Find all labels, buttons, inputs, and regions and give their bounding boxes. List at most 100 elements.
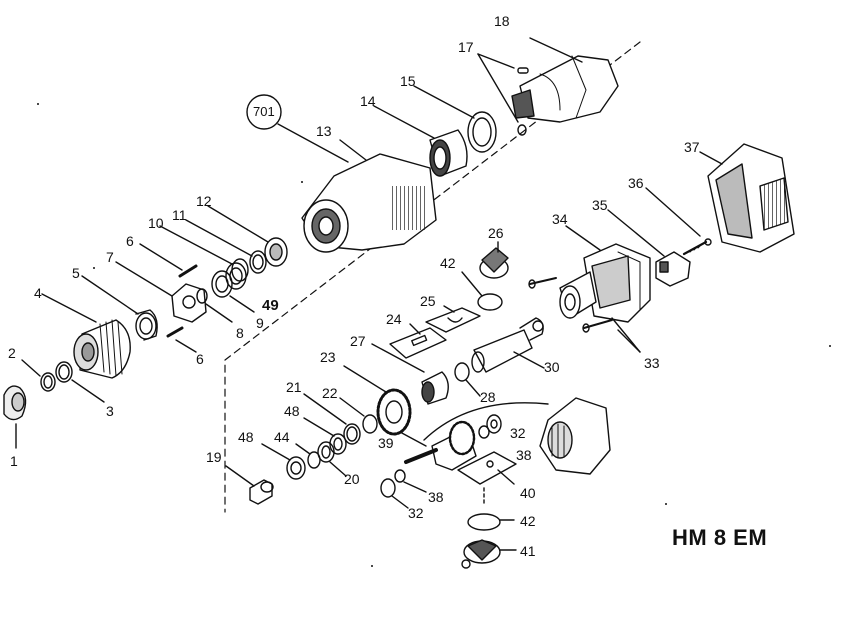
part-49-ring	[225, 262, 247, 290]
part-10-ring	[159, 225, 249, 282]
callout-701-text: 701	[253, 104, 275, 119]
stray-dots	[37, 103, 831, 567]
part-38-washer-lower	[394, 469, 427, 493]
label-part-38-lower: 38	[428, 489, 444, 505]
label-part-3: 3	[106, 403, 114, 419]
part-36-screw	[645, 187, 712, 256]
label-part-49: 49	[262, 297, 279, 314]
part-3-washer	[55, 361, 105, 403]
label-part-48-right: 48	[284, 403, 300, 419]
label-part-33: 33	[644, 355, 660, 371]
part-27-piston	[371, 343, 449, 405]
part-14-needle-bearing	[373, 105, 468, 177]
label-part-42-lower: 42	[520, 513, 536, 529]
label-part-42-upper: 42	[440, 255, 456, 271]
part-12-bearing	[207, 205, 288, 267]
part-2-snap-ring	[21, 359, 56, 392]
part-15-ring	[413, 85, 497, 153]
model-title: HM 8 EM	[672, 525, 768, 550]
label-part-8: 8	[236, 325, 244, 341]
part-23-gear	[343, 365, 412, 436]
label-part-10: 10	[148, 215, 164, 231]
part-6-pin-lower	[166, 326, 197, 353]
label-part-22: 22	[322, 385, 338, 401]
label-part-15: 15	[400, 73, 416, 89]
label-part-4: 4	[34, 285, 42, 301]
label-part-27: 27	[350, 333, 366, 349]
section-outline	[224, 41, 641, 513]
label-part-37: 37	[684, 139, 700, 155]
part-4-gear-sleeve	[41, 293, 131, 379]
part-33-screws	[528, 277, 641, 353]
label-part-19: 19	[206, 449, 222, 465]
label-part-20: 20	[344, 471, 360, 487]
label-part-48-left: 48	[238, 429, 254, 445]
part-48-washer-left	[261, 443, 306, 480]
label-part-12: 12	[196, 193, 212, 209]
part-35-clamp	[607, 209, 691, 287]
label-part-14: 14	[360, 93, 376, 109]
part-9-ring	[211, 270, 255, 313]
label-part-5: 5	[72, 265, 80, 281]
label-part-40: 40	[520, 485, 536, 501]
part-1-end-cap	[3, 385, 27, 449]
part-18-tool-holder	[511, 37, 619, 123]
part-34-motor-frame	[559, 225, 651, 323]
part-32-bearing-upper	[486, 414, 502, 434]
label-part-30: 30	[544, 359, 560, 375]
part-19-pin	[225, 465, 274, 505]
part-26-knob	[479, 241, 509, 279]
part-30-cylinder	[471, 317, 545, 373]
label-part-17: 17	[458, 39, 474, 55]
label-part-9: 9	[256, 315, 264, 331]
part-7-flange	[115, 261, 207, 323]
label-part-41: 41	[520, 543, 536, 559]
part-11-ring	[185, 219, 267, 274]
label-part-32-lower: 32	[408, 505, 424, 521]
label-part-24: 24	[386, 311, 402, 327]
part-17-balls	[477, 53, 529, 136]
crankcase-housing	[423, 397, 611, 475]
label-part-35: 35	[592, 197, 608, 213]
part-28-ring	[454, 362, 481, 397]
part-21-ring	[303, 393, 361, 445]
part-38-washer-upper	[478, 425, 490, 439]
part-40-plate	[457, 451, 517, 485]
part-6-pin-upper	[139, 243, 198, 278]
label-part-32-upper: 32	[510, 425, 526, 441]
part-42-oring-lower	[467, 487, 515, 531]
label-part-11: 11	[172, 207, 187, 223]
part-48-washer-right	[303, 417, 347, 455]
label-part-39: 39	[378, 435, 394, 451]
label-part-1: 1	[10, 453, 18, 469]
part-39-crankshaft	[399, 420, 477, 471]
part-25-plate	[425, 305, 481, 333]
part-24-plate	[389, 323, 447, 359]
label-part-2: 2	[8, 345, 16, 361]
label-part-6-lower: 6	[196, 351, 204, 367]
label-part-36: 36	[628, 175, 644, 191]
label-part-34: 34	[552, 211, 568, 227]
label-part-28: 28	[480, 389, 496, 405]
label-part-25: 25	[420, 293, 436, 309]
part-42-oring-upper	[461, 271, 503, 311]
part-8-washer	[196, 288, 233, 323]
part-32-bearing-lower	[380, 478, 409, 509]
label-part-6-upper: 6	[126, 233, 134, 249]
label-part-18: 18	[494, 13, 510, 29]
part-13-gear-housing	[277, 123, 437, 253]
label-part-44: 44	[274, 429, 290, 445]
part-22-ring	[339, 397, 378, 434]
label-part-13: 13	[316, 123, 332, 139]
label-part-7: 7	[106, 249, 114, 265]
label-part-38-upper: 38	[516, 447, 532, 463]
label-part-21: 21	[286, 379, 302, 395]
label-part-26: 26	[488, 225, 504, 241]
part-5-bushing	[81, 275, 158, 341]
label-part-23: 23	[320, 349, 336, 365]
part-41-switch	[461, 539, 517, 569]
callout-701	[246, 94, 282, 130]
part-44-washer	[295, 443, 321, 469]
part-37-rear-cover	[699, 143, 795, 253]
